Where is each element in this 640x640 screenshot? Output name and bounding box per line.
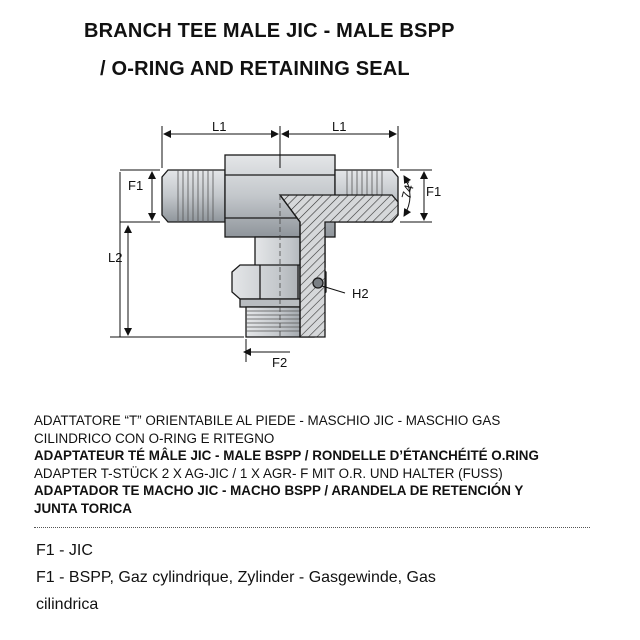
- label-f2: F2: [272, 355, 287, 370]
- label-angle: 74°: [398, 178, 418, 201]
- note-f1-bspp: F1 - BSPP, Gaz cylindrique, Zylinder - G…: [36, 569, 436, 586]
- note-f1-jic: F1 - JIC: [36, 542, 93, 559]
- label-l2: L2: [108, 250, 122, 265]
- label-l1-left: L1: [212, 119, 226, 134]
- description-spanish-2: JUNTA TORICA: [34, 500, 132, 516]
- note-f1-bspp-cont: cilindrica: [36, 596, 99, 613]
- o-ring-section: [312, 277, 324, 289]
- dimension-labels: L1 L1 F1 F1 L2 F2 H2 74°: [108, 119, 441, 370]
- description-german: ADAPTER T-STÜCK 2 X AG-JIC / 1 X AGR- F …: [34, 465, 503, 481]
- fitting-technical-drawing: L1 L1 F1 F1 L2 F2 H2 74°: [108, 119, 441, 370]
- section-cut: [278, 194, 399, 338]
- label-l1-right: L1: [332, 119, 346, 134]
- dotted-divider: [34, 527, 590, 528]
- label-f1-left: F1: [128, 178, 143, 193]
- label-h2: H2: [352, 286, 369, 301]
- title-line-2: / O-RING AND RETAINING SEAL: [100, 58, 410, 80]
- dimensions: [110, 126, 432, 362]
- description-spanish-1: ADAPTADOR TE MACHO JIC - MACHO BSPP / AR…: [34, 483, 524, 499]
- description-italian-1: ADATTATORE “T” ORIENTABILE AL PIEDE - MA…: [34, 413, 501, 428]
- title-line-1: BRANCH TEE MALE JIC - MALE BSPP: [84, 20, 455, 42]
- description-italian-2: CILINDRICO CON O-RING E RITEGNO: [34, 430, 275, 446]
- label-f1-right: F1: [426, 184, 441, 199]
- description-french: ADAPTATEUR TÉ MÂLE JIC - MALE BSPP / RON…: [34, 448, 539, 464]
- thread-notes: F1 - JIC F1 - BSPP, Gaz cylindrique, Zyl…: [36, 537, 436, 618]
- multilingual-description: ADATTATORE “T” ORIENTABILE AL PIEDE - MA…: [34, 412, 624, 518]
